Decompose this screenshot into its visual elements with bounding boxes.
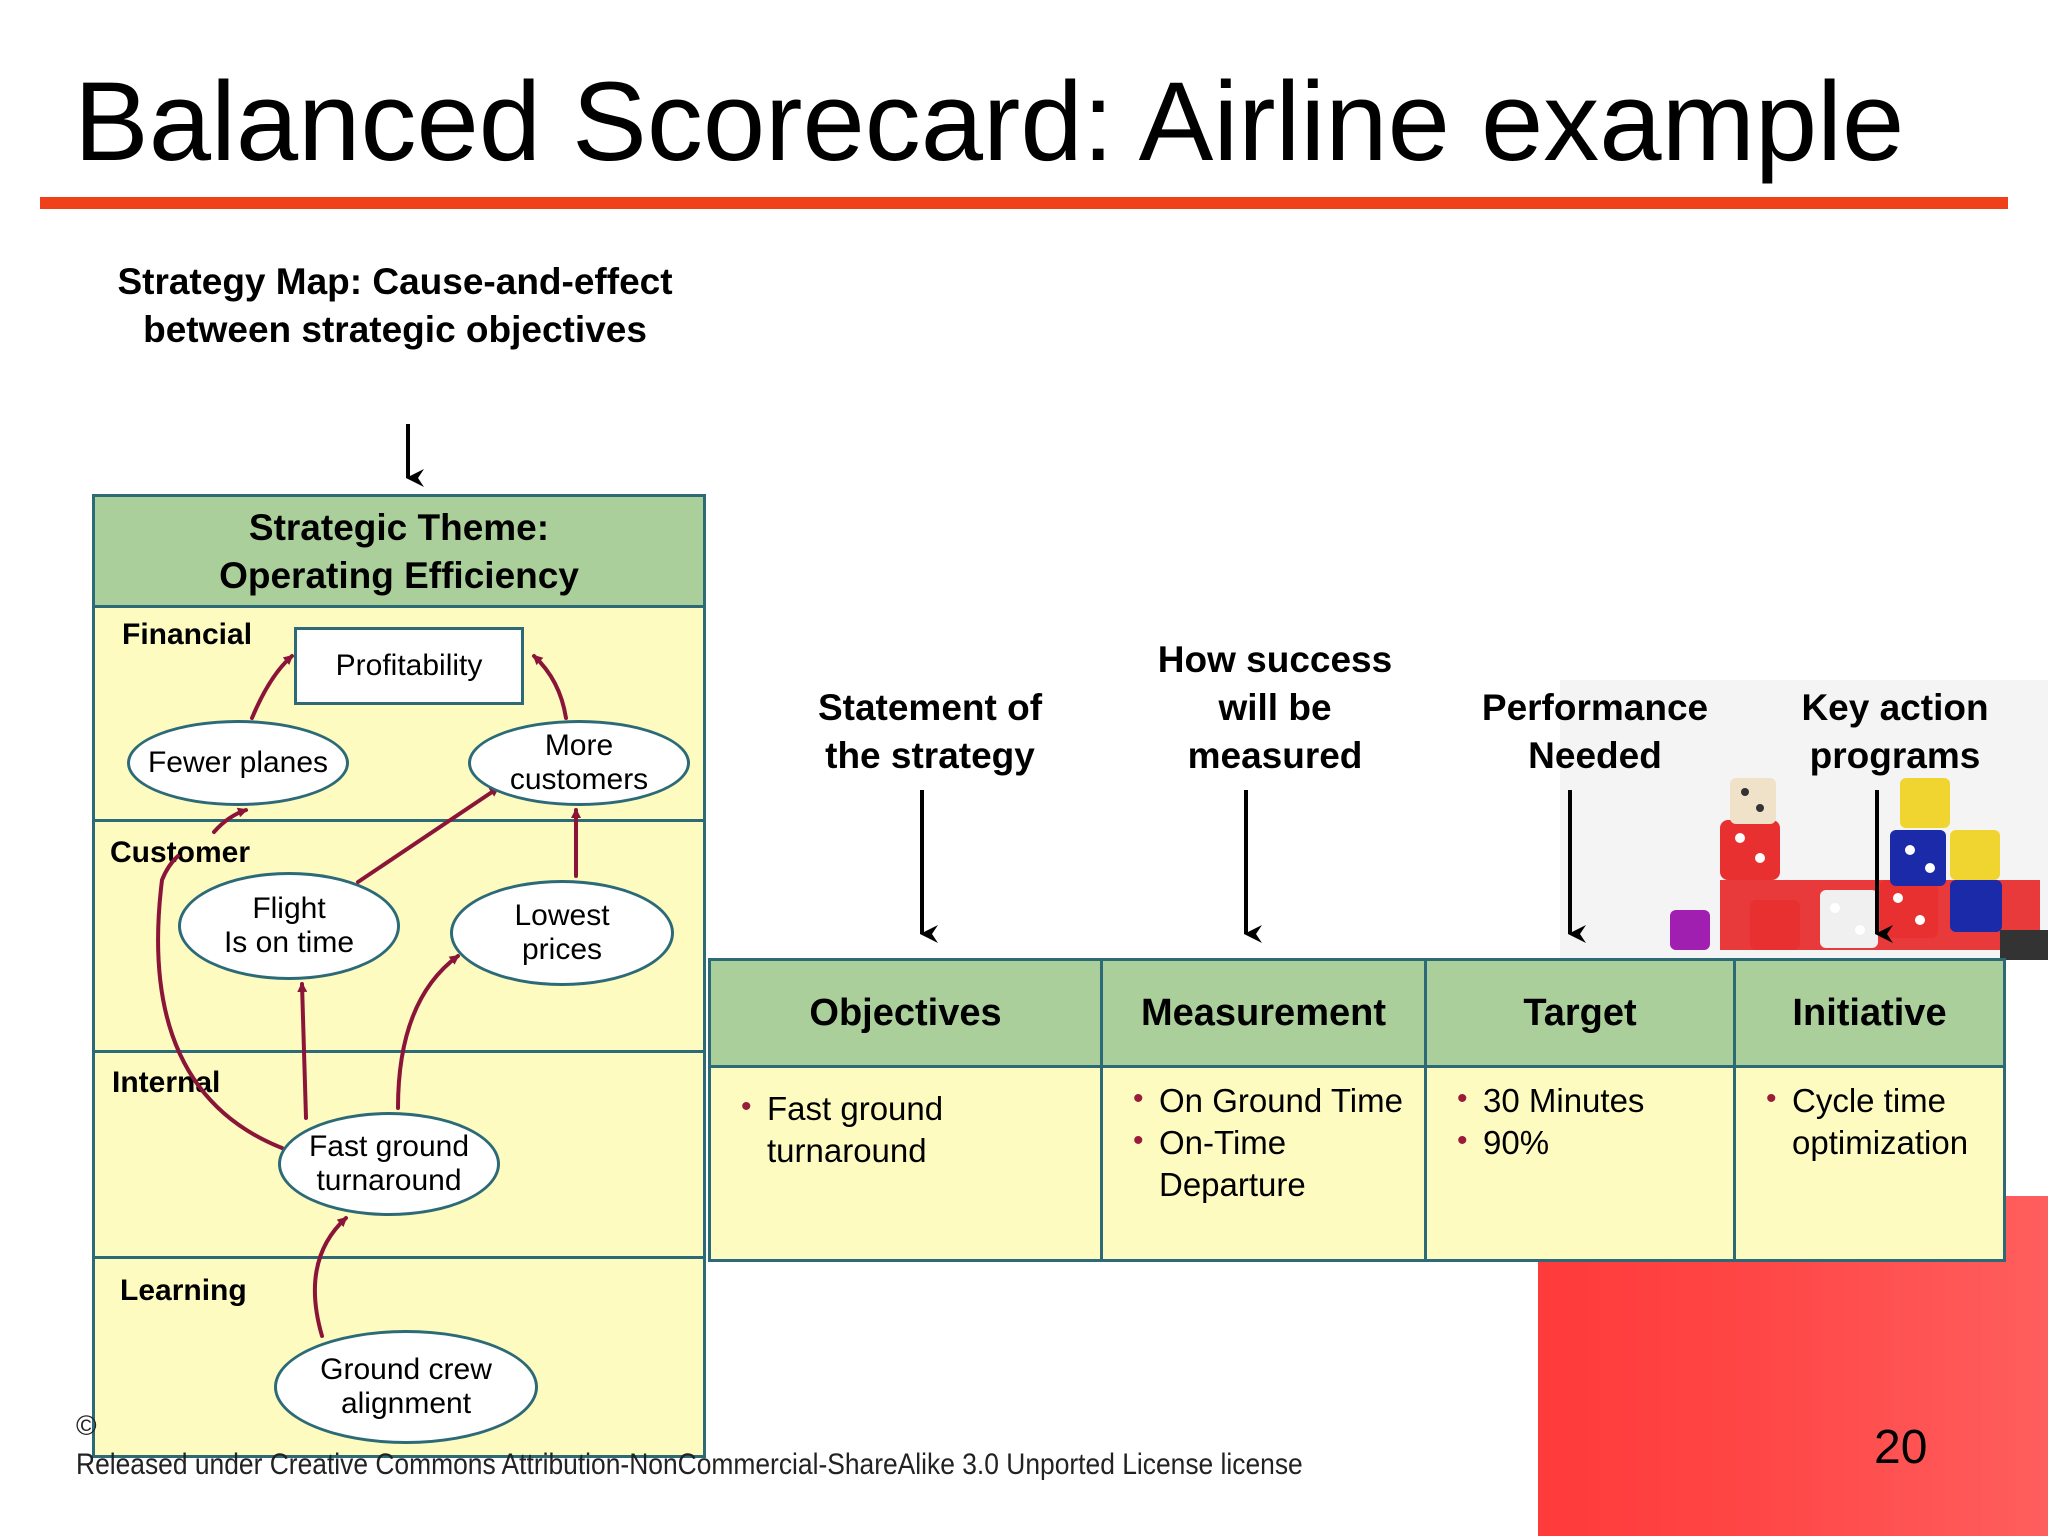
band-divider: [95, 1050, 703, 1053]
perspective-customer: Customer: [110, 836, 251, 869]
slide-title: Balanced Scorecard: Airline example: [74, 59, 1905, 184]
band-divider: [95, 1256, 703, 1259]
node-lowest-prices: Lowest prices: [450, 880, 674, 986]
page-number: 20: [1874, 1421, 1928, 1474]
cell-objectives: Fast ground turnaround: [708, 1065, 1103, 1262]
header-initiative: Initiative: [1733, 958, 2006, 1068]
scorecard-table: Objectives Measurement Target Initiative…: [708, 958, 2006, 1262]
node-more-customers: More customers: [468, 720, 690, 806]
strategic-theme-header: [95, 497, 703, 608]
list-item: 90%: [1453, 1120, 1723, 1164]
node-fewer-planes: Fewer planes: [127, 720, 349, 806]
perspective-financial: Financial: [122, 618, 253, 651]
initiative-annotation: Key action programs: [1801, 687, 1989, 776]
node-profitability: Profitability: [294, 627, 524, 705]
node-ground-crew-alignment: Ground crew alignment: [274, 1330, 538, 1444]
strategy-map-annotation: Strategy Map: Cause-and-effect between s…: [117, 261, 673, 350]
list-item: On-Time Departure: [1129, 1120, 1414, 1206]
list-item: On Ground Time: [1129, 1078, 1414, 1122]
list-item: Fast ground turnaround: [737, 1086, 1090, 1172]
list-item: Cycle time optimization: [1762, 1078, 1993, 1164]
strategic-theme-title: Strategic Theme: Operating Efficiency: [219, 507, 579, 596]
cell-measurement: On Ground Time On-Time Departure: [1100, 1065, 1427, 1262]
header-objectives: Objectives: [708, 958, 1103, 1068]
band-divider: [95, 605, 703, 608]
copyright-symbol: ©: [76, 1410, 97, 1441]
cell-initiative: Cycle time optimization: [1733, 1065, 2006, 1262]
footer-license: Released under Creative Commons Attribut…: [76, 1448, 1303, 1481]
node-fast-ground-turnaround: Fast ground turnaround: [278, 1112, 500, 1216]
band-divider: [95, 819, 703, 822]
title-underline: [40, 197, 2008, 209]
list-item: 30 Minutes: [1453, 1078, 1723, 1122]
cell-target: 30 Minutes 90%: [1424, 1065, 1736, 1262]
header-measurement: Measurement: [1100, 958, 1427, 1068]
target-annotation: Performance Needed: [1481, 687, 1709, 776]
measurement-annotation: How success will be measured: [1157, 639, 1393, 776]
objectives-annotation: Statement of the strategy: [817, 687, 1043, 776]
perspective-learning: Learning: [120, 1274, 247, 1307]
header-target: Target: [1424, 958, 1736, 1068]
node-flight-on-time: Flight Is on time: [178, 872, 400, 980]
